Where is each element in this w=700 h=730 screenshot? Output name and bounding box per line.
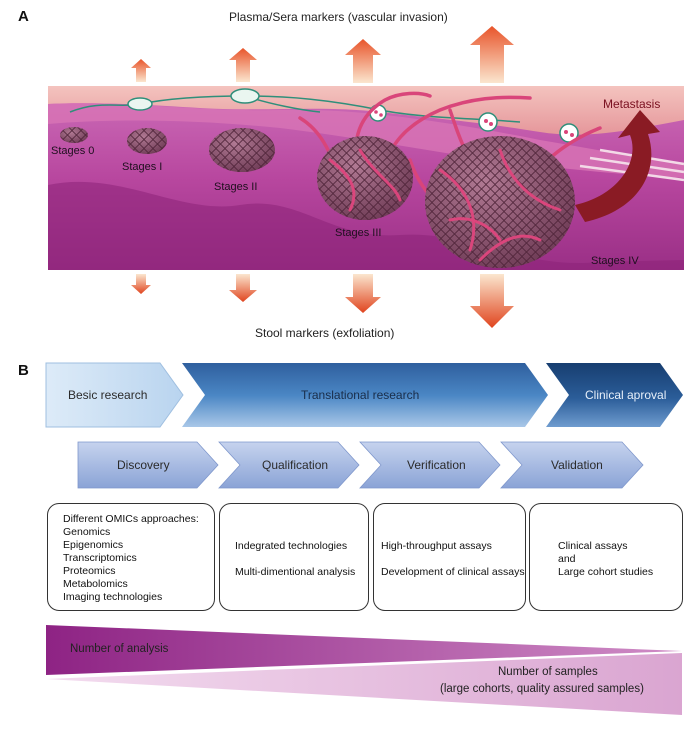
translational-research-arrow: [182, 363, 548, 427]
down-arrow-2: [229, 274, 257, 302]
box2-line-1: Indegrated technologies: [235, 540, 348, 552]
tumor-stage-3: [317, 136, 413, 220]
discovery-arrow: [77, 441, 219, 489]
qualification-methods-box: Indegrated technologies Multi-dimentiona…: [219, 503, 369, 611]
analysis-wedge: [46, 625, 682, 675]
basic-research-label: Besic research: [68, 388, 148, 402]
tumor-stage-0: [60, 127, 88, 143]
qualification-arrow: [218, 441, 360, 489]
qualification-label: Qualification: [262, 458, 329, 472]
box3-line-1: High-throughput assays: [381, 540, 492, 552]
box1-line-4: Transcriptomics: [63, 552, 137, 564]
box4-line-3: Large cohort studies: [558, 566, 654, 578]
cancer-progression-illustration: [48, 26, 685, 328]
box4-line-1: Clinical assays: [558, 540, 628, 552]
down-arrow-1: [131, 274, 151, 294]
stage-0-label: Stages 0: [51, 145, 95, 157]
box1-line-1: Different OMICs approaches:: [63, 513, 199, 525]
panel-a-letter: A: [18, 8, 29, 25]
box1-line-2: Genomics: [63, 526, 111, 538]
basic-research-arrow: [45, 362, 184, 428]
vessel-node-2: [230, 88, 260, 104]
box2-line-3: Multi-dimentional analysis: [235, 566, 356, 578]
verification-label: Verification: [407, 458, 466, 472]
up-arrow-1: [131, 59, 151, 82]
clinical-approval-label: Clinical aproval: [585, 388, 667, 402]
number-of-analysis-label: Number of analysis: [70, 643, 169, 655]
stage-2-label: Stages II: [214, 181, 258, 193]
box1-line-7: Imaging technologies: [63, 591, 163, 603]
clinical-approval-arrow: [546, 363, 683, 427]
circulating-cell-2: [478, 112, 498, 132]
box2-line-2: [235, 553, 368, 566]
stool-markers-label: Stool markers (exfoliation): [255, 326, 395, 340]
up-arrow-4: [470, 26, 514, 83]
down-arrow-4: [470, 274, 514, 328]
box1-line-5: Proteomics: [63, 565, 116, 577]
stage-1-label: Stages I: [122, 161, 163, 173]
box3-line-2: [381, 553, 525, 566]
box1-line-3: Epigenomics: [63, 539, 124, 551]
box3-line-3: Development of clinical assays: [381, 566, 525, 578]
box1-line-6: Metabolomics: [63, 578, 128, 590]
tumor-stage-4: [425, 136, 575, 268]
stage-3-label: Stages III: [335, 227, 382, 239]
stage-4-label: Stages IV: [591, 255, 639, 267]
up-arrow-3: [345, 39, 381, 83]
verification-arrow: [359, 441, 501, 489]
box4-line-2: and: [558, 553, 576, 565]
vessel-node-1: [127, 97, 153, 111]
validation-label: Validation: [551, 458, 603, 472]
metastasis-arrow: [575, 110, 660, 222]
down-arrow-3: [345, 274, 381, 313]
tumor-stage-1: [127, 128, 167, 154]
discovery-methods-box: Different OMICs approaches: Genomics Epi…: [47, 503, 215, 611]
discovery-label: Discovery: [117, 458, 170, 472]
tumor-stage-2: [209, 128, 275, 172]
validation-methods-box: Clinical assays and Large cohort studies: [529, 503, 683, 611]
validation-arrow: [500, 441, 644, 489]
number-of-samples-label: Number of samples: [498, 666, 598, 678]
panel-b-letter: B: [18, 362, 29, 379]
verification-methods-box: High-throughput assays Development of cl…: [373, 503, 526, 611]
samples-qualifier-label: (large cohorts, quality assured samples): [440, 683, 644, 695]
research-pipeline-arrows: [45, 362, 683, 489]
tissue-shadow: [48, 181, 684, 270]
plasma-markers-label: Plasma/Sera markers (vascular invasion): [229, 10, 448, 24]
down-arrows: [131, 274, 514, 328]
metastasis-label: Metastasis: [603, 97, 661, 111]
up-arrows: [131, 26, 514, 83]
samples-wedge: [46, 653, 682, 715]
up-arrow-2: [229, 48, 257, 82]
translational-research-label: Translational research: [301, 388, 420, 402]
trend-wedges: [46, 625, 682, 715]
